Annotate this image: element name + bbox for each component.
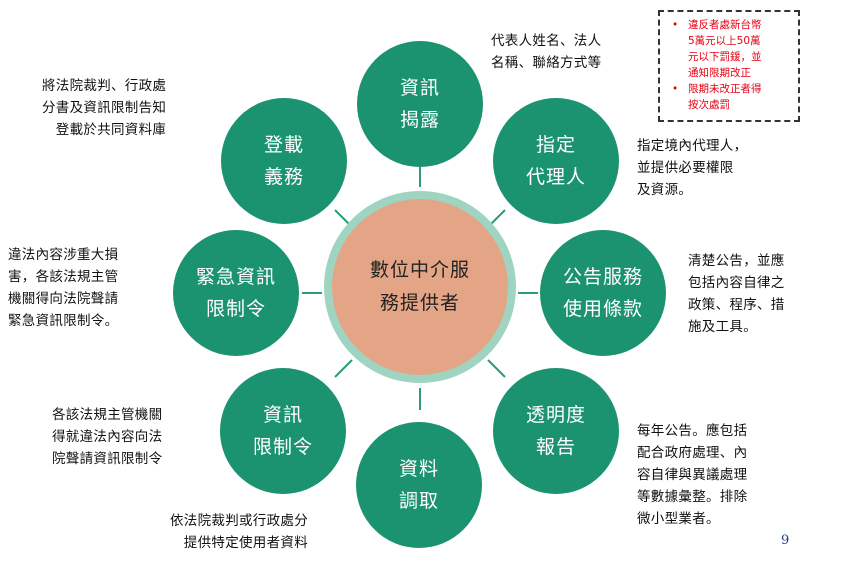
description-disclosure: 代表人姓名、法人 名稱、聯絡方式等: [491, 33, 602, 71]
node-registration-label: 登載 義務: [263, 133, 304, 188]
description-transparency: 每年公告。應包括 配合政府處理、內 容自律與異議處理 等數據彙整。排除 微小型業…: [637, 423, 748, 527]
node-disclosure-label: 資訊 揭露: [399, 76, 440, 131]
connector-restriction: [334, 359, 353, 378]
description-registration: 將法院裁判、行政處 分書及資訊限制告知 登載於共同資料庫: [42, 78, 167, 138]
penalty-note-box: 違反者處新台幣 5萬元以上50萬 元以下罰鍰，並 通知限期改正 限期未改正者得 …: [658, 10, 800, 122]
penalty-note-list: 違反者處新台幣 5萬元以上50萬 元以下罰鍰，並 通知限期改正 限期未改正者得 …: [672, 17, 790, 113]
penalty-note-item: 違反者處新台幣 5萬元以上50萬 元以下罰鍰，並 通知限期改正: [672, 17, 790, 81]
description-emergency: 違法內容涉重大損 害，各該法規主管 機關得向法院聲請 緊急資訊限制令。: [8, 247, 119, 329]
description-terms: 清楚公告，並應 包括內容自律之 政策、程序、措 施及工具。: [688, 253, 785, 335]
node-retrieval: 資料 調取: [356, 422, 482, 548]
node-terms: 公告服務 使用條款: [540, 230, 666, 356]
node-emergency: 緊急資訊 限制令: [173, 230, 299, 356]
node-retrieval-label: 資料 調取: [398, 457, 439, 512]
node-transparency-label: 透明度 報告: [525, 403, 586, 458]
node-emergency-label: 緊急資訊 限制令: [195, 265, 276, 320]
center-node: 數位中介服 務提供者: [332, 199, 508, 375]
penalty-note-item: 限期未改正者得 按次處罰: [672, 81, 790, 113]
description-retrieval: 依法院裁判或行政處分 提供特定使用者資料: [170, 513, 308, 551]
node-disclosure: 資訊 揭露: [357, 41, 483, 167]
node-terms-label: 公告服務 使用條款: [562, 265, 643, 320]
node-agent: 指定 代理人: [493, 98, 619, 224]
node-agent-label: 指定 代理人: [525, 133, 586, 188]
description-restriction: 各該法規主管機關 得就違法內容向法 院聲請資訊限制令: [52, 407, 163, 467]
node-transparency: 透明度 報告: [493, 368, 619, 494]
center-node-label: 數位中介服 務提供者: [369, 258, 470, 314]
connector-agent: [487, 209, 506, 228]
connector-transparency: [487, 359, 506, 378]
node-registration: 登載 義務: [221, 98, 347, 224]
node-restriction: 資訊 限制令: [220, 368, 346, 494]
description-agent: 指定境內代理人， 並提供必要權限 及資源。: [637, 138, 748, 198]
node-restriction-label: 資訊 限制令: [252, 403, 313, 458]
connector-registration: [334, 209, 353, 228]
page-number: 9: [781, 533, 790, 548]
